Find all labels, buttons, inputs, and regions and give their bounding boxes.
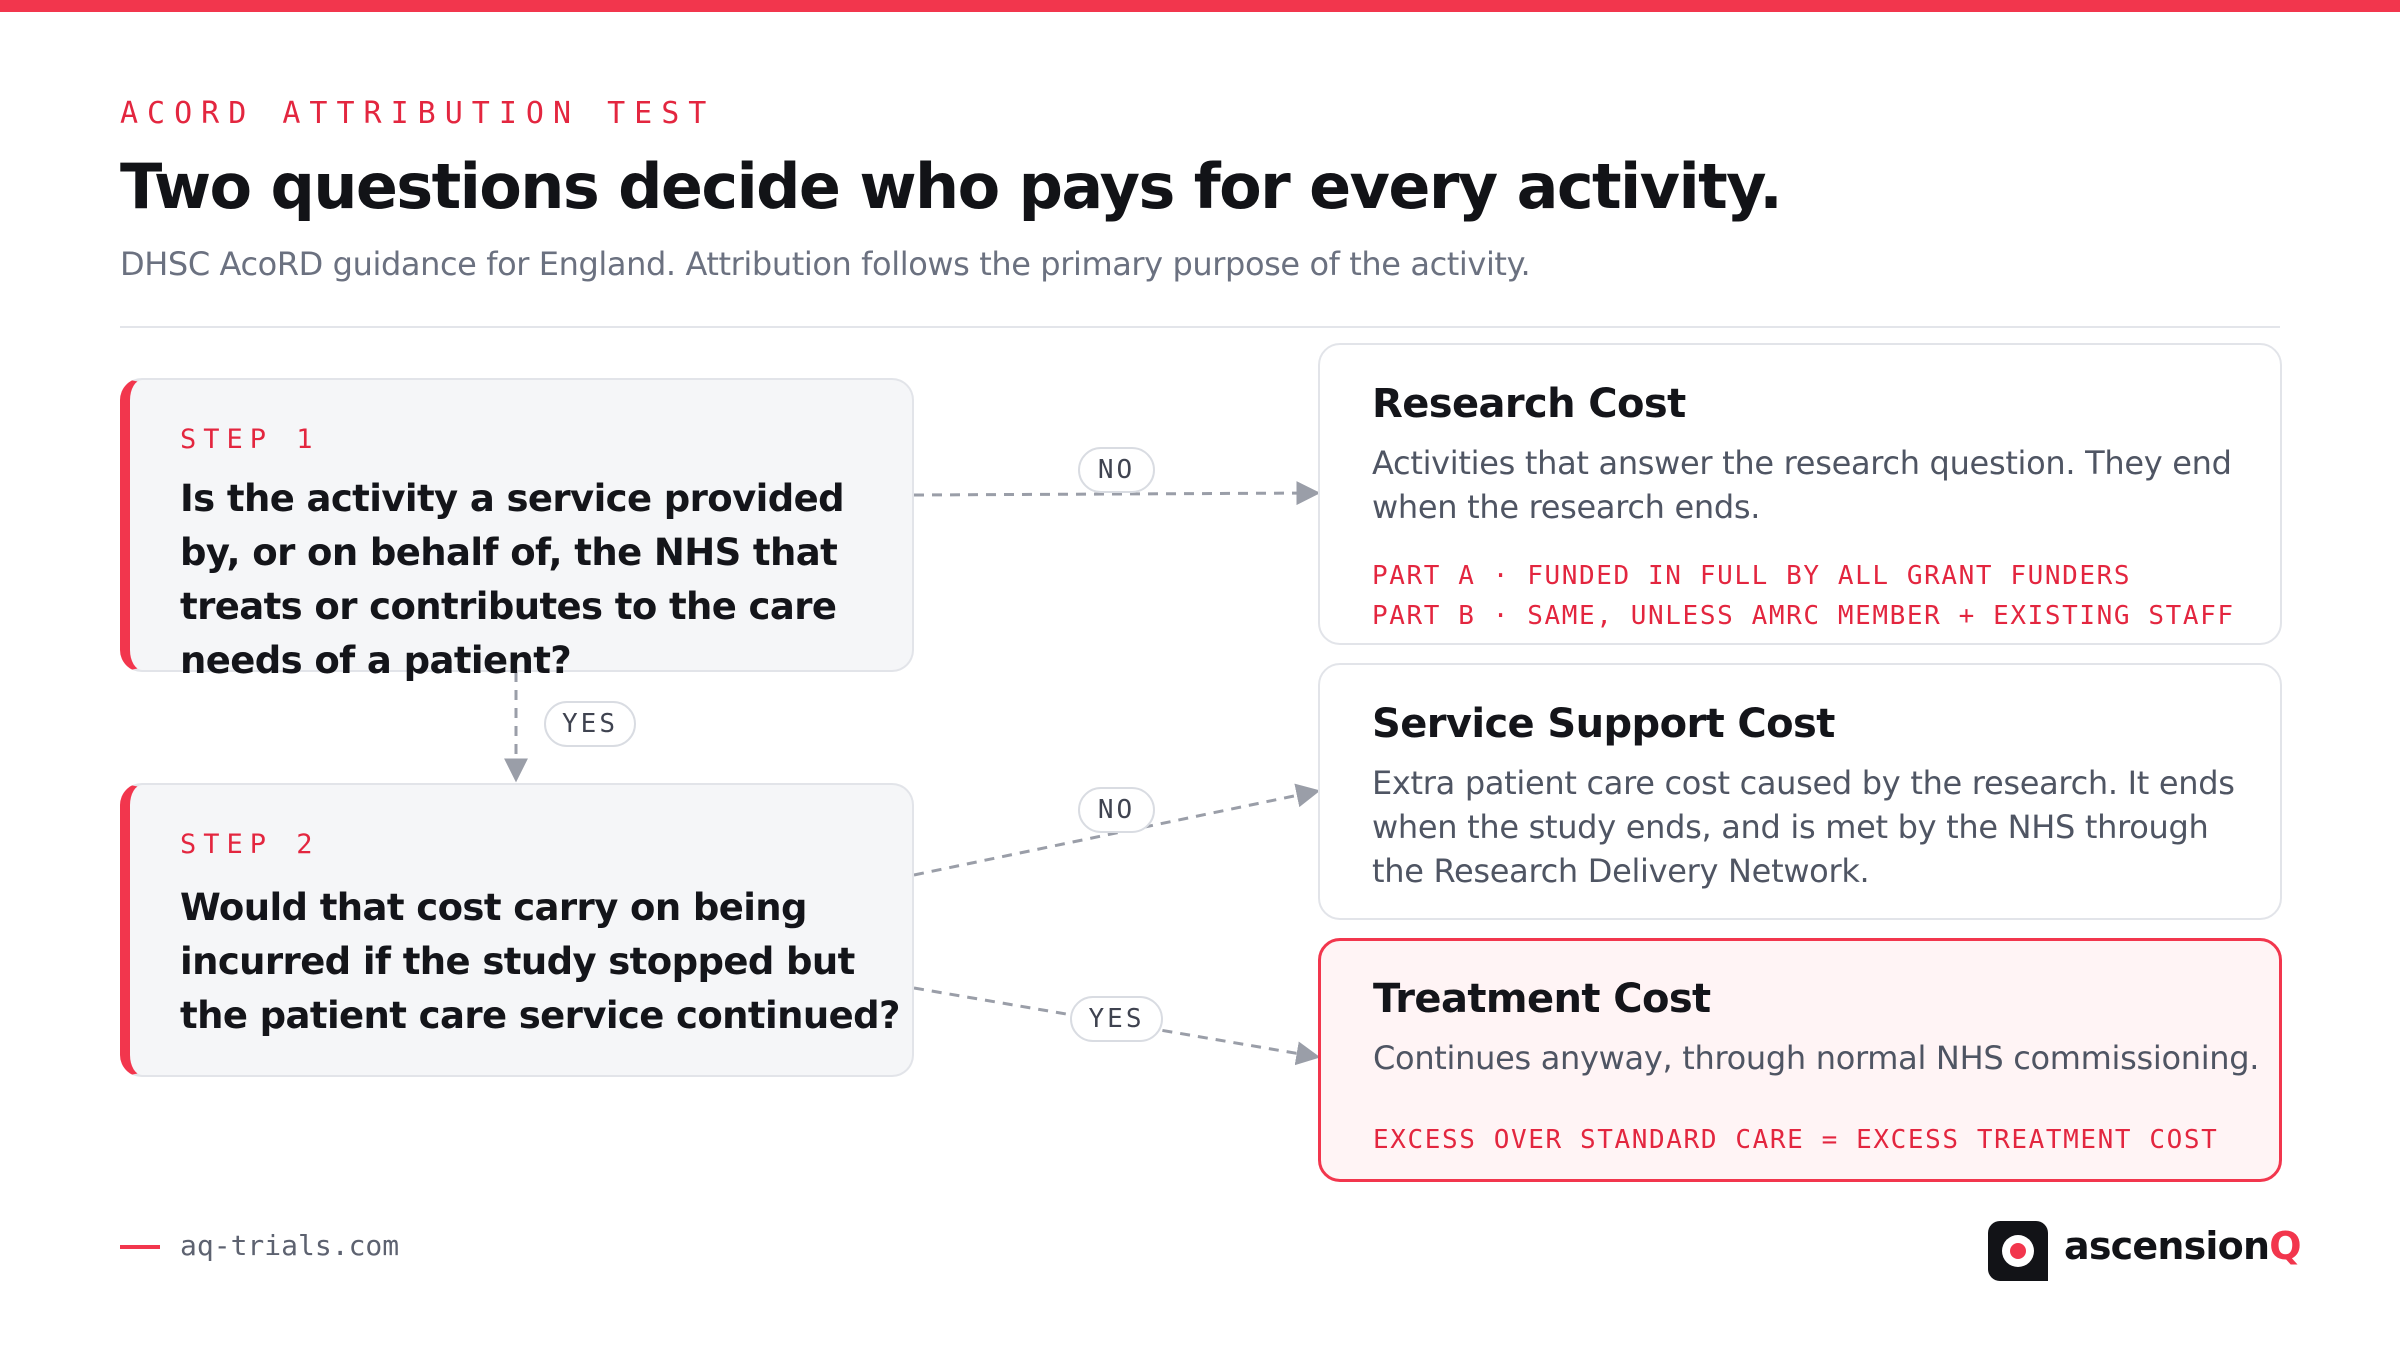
outcome-title: Treatment Cost <box>1373 976 1711 1022</box>
outcome-rule: PART B · SAME, UNLESS AMRC MEMBER + EXIS… <box>1372 601 2235 631</box>
outcome-description: Activities that answer the research ques… <box>1372 444 2232 526</box>
step-label: STEP 1 <box>180 424 320 455</box>
edge-label-no: NO <box>1078 447 1155 493</box>
footer-url[interactable]: aq-trials.com <box>180 1229 400 1262</box>
page-title: Two questions decide who pays for every … <box>120 150 1783 223</box>
connector-step1-no <box>913 481 1321 506</box>
step-question: Is the activity a service provided by, o… <box>180 477 845 682</box>
outcome-card-service-support-cost: Service Support Cost Extra patient care … <box>1318 663 2282 920</box>
brand-wordmark-main: ascension <box>2064 1224 2270 1268</box>
edge-label-yes: YES <box>544 701 636 747</box>
step-question: Would that cost carry on being incurred … <box>180 886 900 1037</box>
brand-wordmark: ascensionQ <box>2064 1224 2302 1268</box>
brand-logo-icon <box>1988 1221 2048 1281</box>
outcome-card-research-cost: Research Cost Activities that answer the… <box>1318 343 2282 645</box>
step-2-box: STEP 2 Would that cost carry on being in… <box>120 783 914 1077</box>
outcome-rule: PART A · FUNDED IN FULL BY ALL GRANT FUN… <box>1372 561 2132 591</box>
outcome-title: Service Support Cost <box>1372 701 1835 747</box>
step-label: STEP 2 <box>180 829 320 860</box>
outcome-card-treatment-cost: Treatment Cost Continues anyway, through… <box>1318 938 2282 1182</box>
outcome-description: Extra patient care cost caused by the re… <box>1372 764 2235 890</box>
eyebrow-label: ACORD ATTRIBUTION TEST <box>120 96 716 131</box>
top-accent-bar <box>0 0 2400 12</box>
step-1-box: STEP 1 Is the activity a service provide… <box>120 378 914 682</box>
brand-wordmark-accent: Q <box>2269 1224 2301 1268</box>
header-divider <box>120 326 2280 328</box>
edge-label-yes: YES <box>1070 996 1163 1042</box>
connector-step2-no <box>913 783 1321 877</box>
outcome-rule: EXCESS OVER STANDARD CARE = EXCESS TREAT… <box>1373 1125 2219 1155</box>
footer-accent-line <box>120 1245 160 1249</box>
outcome-title: Research Cost <box>1372 381 1686 427</box>
outcome-description: Continues anyway, through normal NHS com… <box>1373 1039 2260 1077</box>
page-subtitle: DHSC AcoRD guidance for England. Attribu… <box>120 245 1531 283</box>
edge-label-no: NO <box>1078 787 1155 833</box>
